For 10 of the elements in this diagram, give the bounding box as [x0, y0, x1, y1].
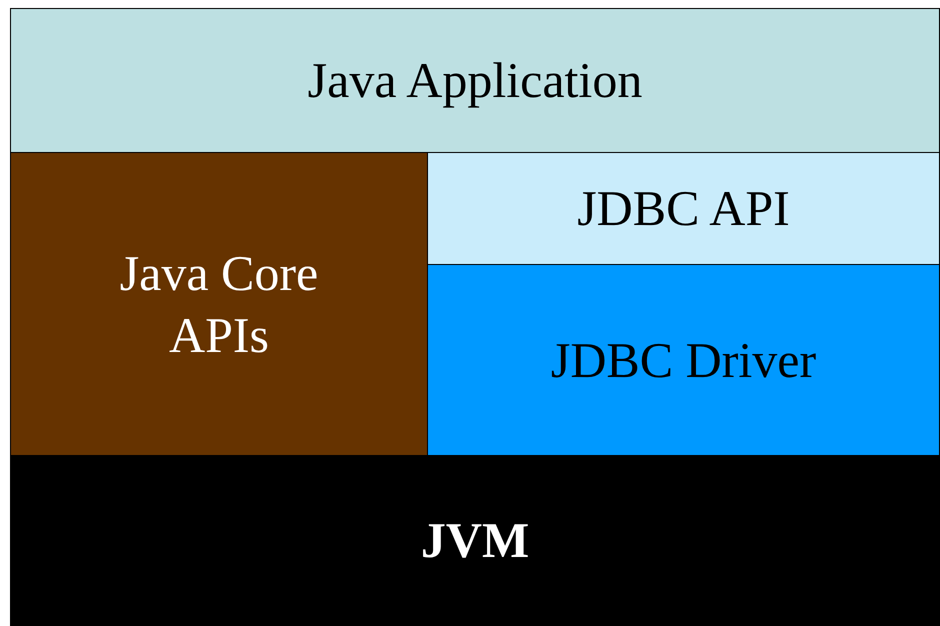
layer-label: Java Core APIs [118, 244, 320, 365]
layer-box [427, 152, 940, 265]
layer-label: JDBC API [577, 179, 790, 238]
layer-box [10, 152, 428, 456]
layer-label: JDBC Driver [550, 330, 816, 390]
layer-label: JVM [420, 511, 530, 570]
layer-box [10, 455, 940, 626]
layer-box [427, 264, 940, 456]
layer-label: Java Application [308, 51, 642, 110]
layer-box [10, 8, 940, 153]
